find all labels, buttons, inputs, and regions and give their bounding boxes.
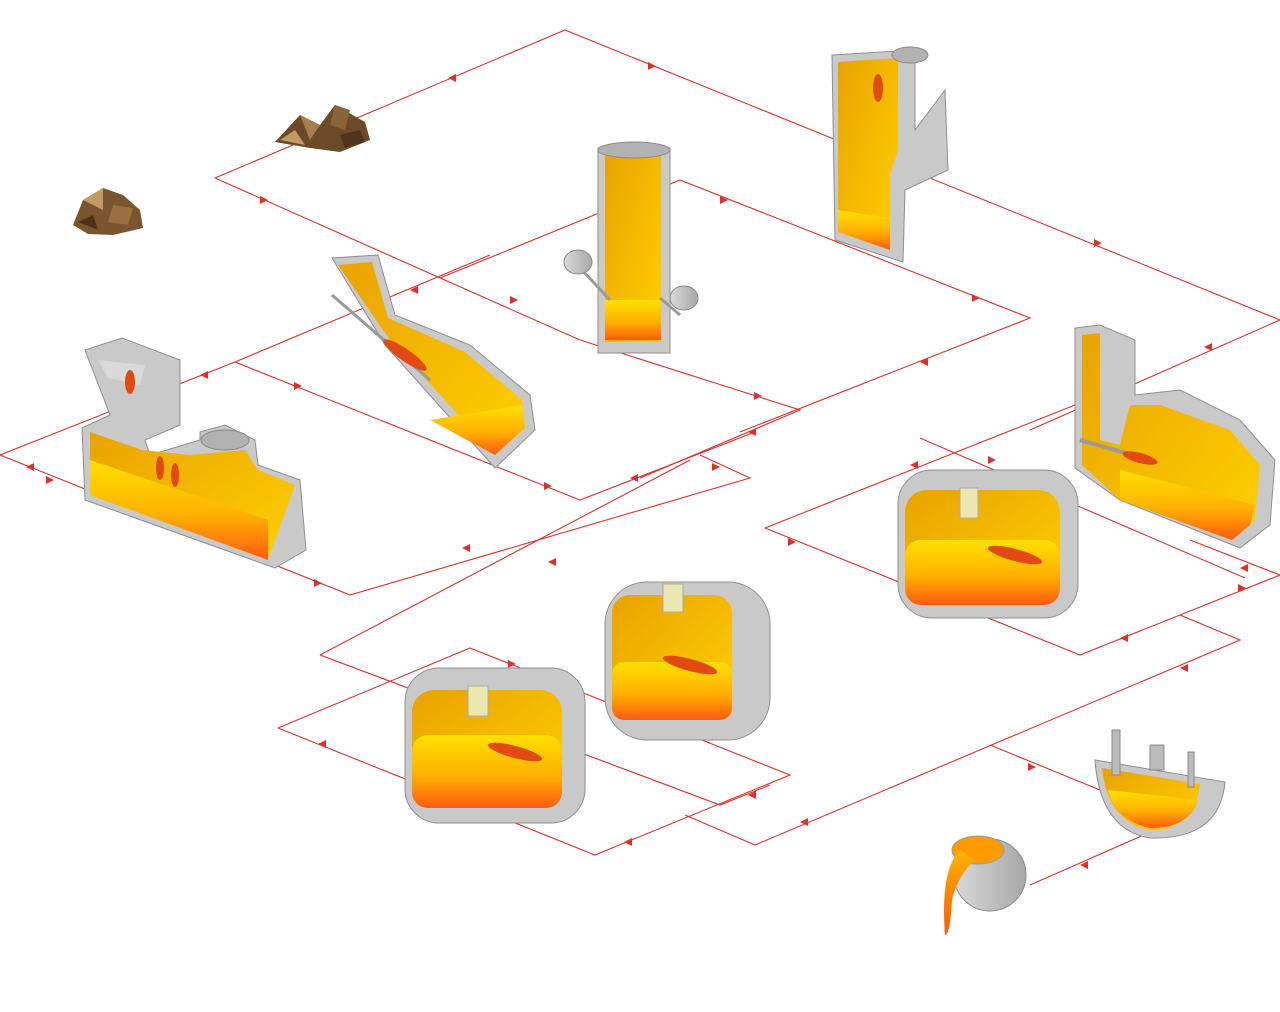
rotary-furnace-icon xyxy=(604,581,771,741)
flow-arrow xyxy=(26,463,34,471)
flow-line xyxy=(214,177,581,341)
flow-arrow xyxy=(1120,634,1128,642)
flow-arrow xyxy=(648,62,656,70)
flow-arrow xyxy=(200,371,208,379)
flow-arrow xyxy=(788,538,796,546)
flow-arrow xyxy=(1094,239,1102,247)
flow-arrow xyxy=(972,294,980,302)
flow-line xyxy=(764,404,1076,529)
rotary-furnace-icon xyxy=(404,667,586,824)
flow-line xyxy=(439,179,1032,433)
flow-arrow xyxy=(448,74,456,82)
flow-line xyxy=(319,459,691,656)
flow-arrow xyxy=(260,196,268,204)
flow-arrow xyxy=(1180,664,1188,672)
ore-pile-icon xyxy=(275,105,370,152)
flow-arrow xyxy=(294,382,302,390)
ladle-furnace-icon xyxy=(1094,729,1226,839)
flow-arrow xyxy=(46,476,54,484)
flow-line xyxy=(919,437,1246,579)
flow-arrow xyxy=(624,838,632,846)
vertical-furnace-icon xyxy=(831,46,949,263)
flow-arrow xyxy=(462,544,470,552)
flow-arrow xyxy=(510,296,518,304)
flow-arrows xyxy=(26,62,1248,869)
flow-arrow xyxy=(508,660,516,668)
reverberatory-furnace-icon xyxy=(81,337,307,569)
flow-line xyxy=(989,744,1101,791)
flow-arrow xyxy=(318,740,326,748)
flow-line xyxy=(684,614,1242,846)
flow-arrow xyxy=(748,428,756,436)
flow-arrow xyxy=(720,196,728,204)
flow-arrow xyxy=(920,358,928,366)
flow-arrow xyxy=(630,474,638,482)
pouring-ladle-icon xyxy=(944,835,1027,935)
flow-arrow xyxy=(1240,564,1248,572)
flow-arrow xyxy=(754,392,762,400)
shaft-furnace-icon xyxy=(563,141,699,354)
rotary-furnace-icon xyxy=(897,469,1079,619)
flow-arrow xyxy=(1080,861,1088,869)
flow-arrow xyxy=(1028,763,1036,771)
flow-arrow xyxy=(910,461,918,469)
flow-line xyxy=(1029,829,1156,886)
flow-arrow xyxy=(544,482,552,490)
flow-arrow xyxy=(748,791,756,799)
flow-arrow xyxy=(988,456,996,464)
flow-arrow xyxy=(712,463,720,471)
ore-pile-icon xyxy=(73,188,143,235)
flow-arrow xyxy=(548,558,556,566)
inclined-furnace-icon xyxy=(331,254,536,469)
flow-arrow xyxy=(1238,584,1246,592)
flow-arrow xyxy=(800,818,808,826)
flow-arrow xyxy=(1204,343,1212,351)
flow-line xyxy=(579,339,802,479)
converter-icon xyxy=(1074,324,1276,549)
flow-arrow xyxy=(410,286,418,294)
flow-arrow xyxy=(314,579,322,587)
